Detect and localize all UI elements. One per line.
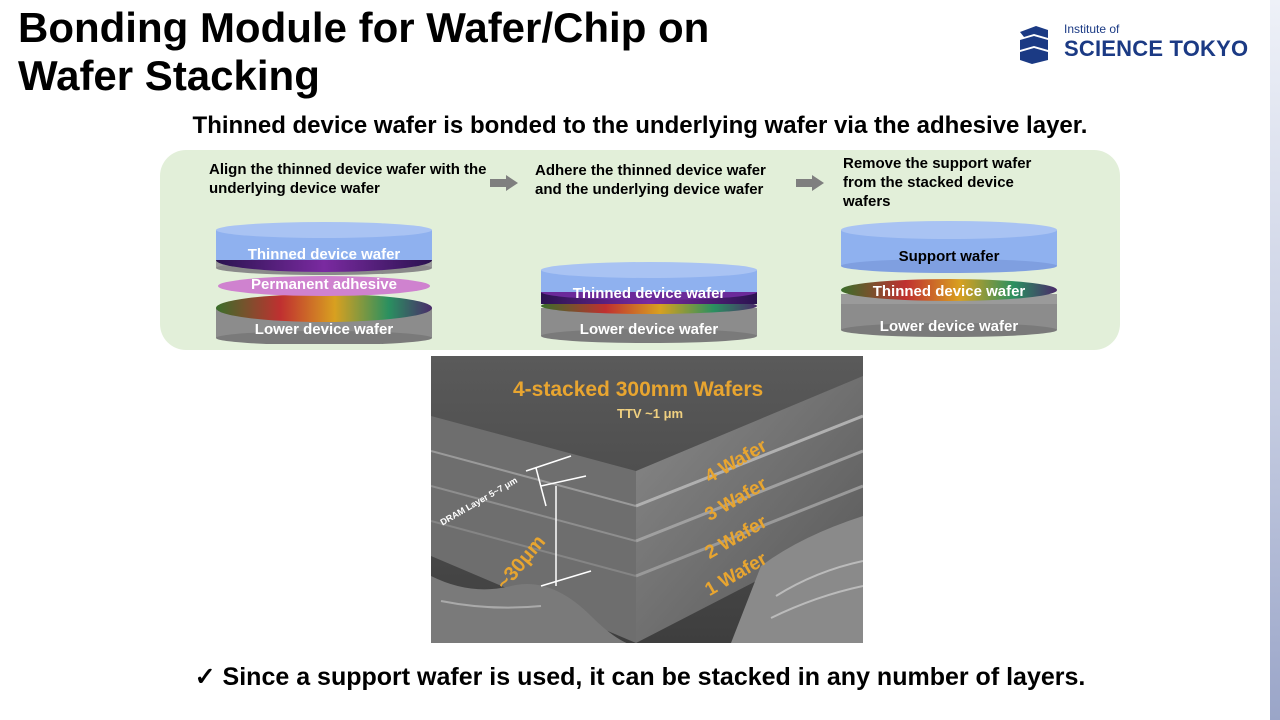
step-3-wafer-stack xyxy=(841,221,1057,337)
step-2-thinned-wafer-label: Thinned device wafer xyxy=(572,285,726,302)
institute-logo: Institute of SCIENCE TOKYO xyxy=(1016,22,1256,72)
step-2-text: Adhere the thinned device wafer and the … xyxy=(535,162,766,198)
arrow-right-icon xyxy=(490,175,518,191)
step-3-support-wafer-label: Support wafer xyxy=(898,248,1000,265)
process-steps-panel: Align the thinned device wafer with the … xyxy=(160,150,1120,350)
step-1-lower-wafer-label: Lower device wafer xyxy=(254,321,394,338)
sem-image-stacked-wafers: 4-stacked 300mm Wafers TTV ~1 μm DRAM La… xyxy=(430,356,864,647)
logo-small-text: Institute of xyxy=(1064,22,1120,36)
right-edge-decoration xyxy=(1270,0,1280,720)
slide-subtitle: Thinned device wafer is bonded to the un… xyxy=(192,112,1088,139)
title-line-2: Wafer Stacking xyxy=(18,52,320,99)
title-line-1: Bonding Module for Wafer/Chip on xyxy=(18,4,710,51)
step-3-text: Remove the support wafer from the stacke… xyxy=(843,155,1032,210)
step-1-wafer-stack xyxy=(216,222,432,344)
step-3-lower-wafer-label: Lower device wafer xyxy=(879,318,1019,335)
step-2-lower-wafer-label: Lower device wafer xyxy=(579,321,719,338)
step-1-text: Align the thinned device wafer with the … xyxy=(209,161,487,197)
arrow-right-icon xyxy=(796,175,824,191)
step-3-thinned-wafer-label: Thinned device wafer xyxy=(872,283,1026,300)
sem-title: 4-stacked 300mm Wafers xyxy=(513,378,764,401)
sem-ttv-label: TTV ~1 μm xyxy=(617,406,684,421)
step-1-thinned-wafer-label: Thinned device wafer xyxy=(247,246,401,263)
logo-mark-icon xyxy=(1020,26,1048,64)
step-2-wafer-stack xyxy=(541,262,757,343)
step-1-adhesive-label: Permanent adhesive xyxy=(251,276,397,293)
sem-photo xyxy=(430,356,864,647)
logo-name-text: SCIENCE TOKYO xyxy=(1064,36,1249,61)
conclusion-note: ✓ Since a support wafer is used, it can … xyxy=(194,663,1086,691)
slide-title: Bonding Module for Wafer/Chip on Wafer S… xyxy=(18,4,709,100)
